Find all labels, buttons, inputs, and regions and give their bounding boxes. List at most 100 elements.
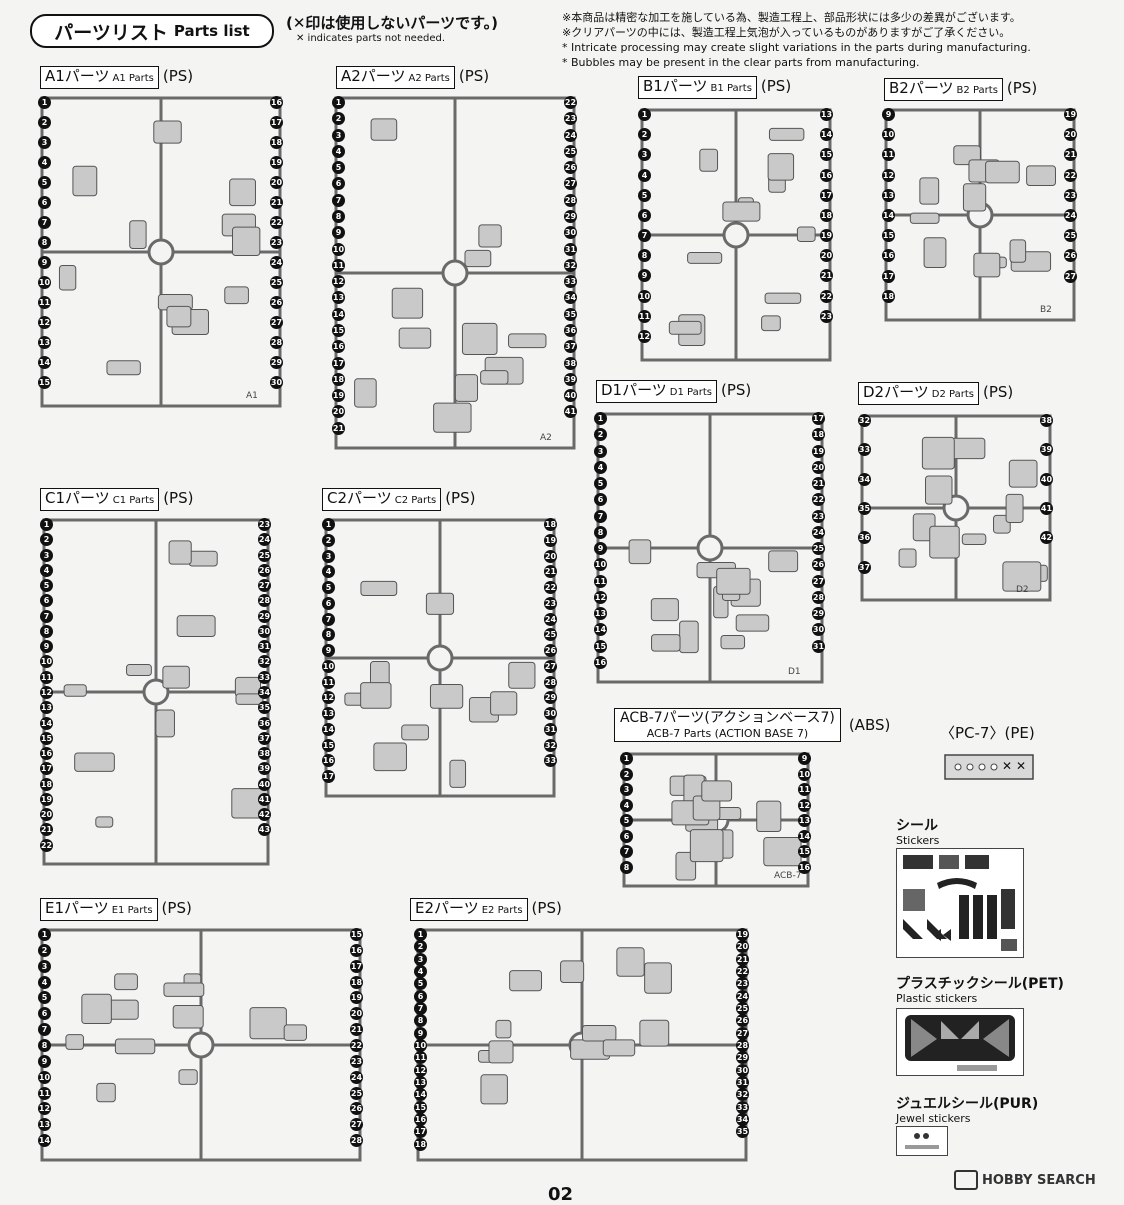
part-number-badge: 13 xyxy=(820,108,833,121)
part-number-badge: 32 xyxy=(544,738,557,752)
part-number-badge: 9 xyxy=(38,256,51,269)
note-line: ※クリアパーツの中には、製造工程上気泡が入っているものがありますがご了承ください… xyxy=(562,26,1011,39)
part-number-badge: 19 xyxy=(812,444,825,458)
part-number-badge: 10 xyxy=(38,1070,51,1084)
part-number-badge: 26 xyxy=(544,644,557,658)
part-number-badge: 19 xyxy=(544,533,557,547)
part-number-badge: 19 xyxy=(40,792,53,806)
part-number-badge: 16 xyxy=(322,754,335,768)
part-number-badge: 10 xyxy=(322,659,335,673)
part-number-badge: 35 xyxy=(736,1125,749,1139)
section-material: (PS) xyxy=(161,899,192,917)
part-number-badge: 12 xyxy=(594,590,607,604)
part-number-badge: 16 xyxy=(332,340,345,354)
part-number-badge: 3 xyxy=(414,952,427,966)
part-number-badge: 14 xyxy=(882,209,895,222)
part-number-badge: 17 xyxy=(270,116,283,129)
runner-pc7: ✕ ✕ xyxy=(944,754,1034,780)
part-number-badge: 22 xyxy=(564,96,577,109)
part-number-badge: 31 xyxy=(564,242,577,256)
part-number-badge: 27 xyxy=(1064,269,1077,283)
part-number-badge: 5 xyxy=(38,176,51,189)
part-number-badge: 21 xyxy=(736,952,749,966)
part-number-badge: 3 xyxy=(38,959,51,973)
runner-drawing xyxy=(40,928,362,1162)
part-number-badge: 14 xyxy=(414,1088,427,1102)
hobby-search-logo-icon xyxy=(954,1170,978,1190)
part-number-badge: 27 xyxy=(812,574,825,588)
sticker-en: Stickers xyxy=(896,834,940,847)
part-number-badge: 3 xyxy=(638,148,651,162)
part-number-badge: 18 xyxy=(820,208,833,222)
part-number-badge: 13 xyxy=(40,701,53,715)
section-jp: D1パーツ xyxy=(601,381,667,399)
runner-drawing: A2 xyxy=(334,96,576,450)
section-jp: A1パーツ xyxy=(45,67,110,85)
part-number-badge: 8 xyxy=(414,1014,427,1028)
jewel-sticker-label: ジュエルシール(PUR) Jewel stickers xyxy=(896,1096,1038,1125)
part-number-badge: 4 xyxy=(38,156,51,169)
section-jp: E2パーツ xyxy=(415,899,479,917)
part-number-badge: 4 xyxy=(620,798,633,812)
part-number-badge: 21 xyxy=(812,477,825,490)
part-number-badge: 6 xyxy=(38,196,51,209)
part-number-badge: 3 xyxy=(40,548,53,562)
part-number-badge: 25 xyxy=(258,548,271,562)
part-number-badge: 8 xyxy=(594,525,607,539)
part-number-badge: 26 xyxy=(564,161,577,175)
part-number-badge: 17 xyxy=(812,412,825,425)
part-number-badge: 35 xyxy=(258,701,271,715)
part-number-badge: 28 xyxy=(270,336,283,349)
part-number-badge: 25 xyxy=(1064,229,1077,243)
part-number-badge: 23 xyxy=(736,977,749,991)
sticker-label: シール Stickers xyxy=(896,818,939,847)
part-number-badge: 24 xyxy=(270,256,283,269)
part-number-badge: 37 xyxy=(258,731,271,745)
sticker-jp: ジュエルシール(PUR) xyxy=(896,1096,1039,1112)
part-number-badge: 34 xyxy=(858,472,871,486)
part-number-badge: 39 xyxy=(564,372,577,386)
part-number-badge: 28 xyxy=(258,594,271,608)
part-number-badge: 17 xyxy=(882,269,895,283)
part-number-badge: 30 xyxy=(544,707,557,721)
part-number-badge: 14 xyxy=(40,716,53,730)
part-number-badge: 15 xyxy=(332,324,345,337)
part-number-badge: 20 xyxy=(40,808,53,822)
part-number-badge: 11 xyxy=(322,675,335,689)
section-jp: E1パーツ xyxy=(45,899,109,917)
plastic-sticker-label: プラスチックシール(PET) Plastic stickers xyxy=(896,976,1064,1005)
part-number-badge: 28 xyxy=(564,193,577,207)
part-number-badge: 11 xyxy=(332,258,345,272)
part-number-badge: 11 xyxy=(882,148,895,162)
part-number-badge: 18 xyxy=(544,518,557,531)
part-number-badge: 2 xyxy=(38,116,51,129)
part-number-badge: 14 xyxy=(798,829,811,843)
section-jp: D2パーツ xyxy=(863,383,929,401)
part-number-badge: 22 xyxy=(820,289,833,303)
part-number-badge: 15 xyxy=(820,148,833,162)
section-jp: B1パーツ xyxy=(643,77,708,95)
part-number-badge: 42 xyxy=(1040,531,1053,545)
part-number-badge: 13 xyxy=(322,707,335,721)
runner-drawing: D2 xyxy=(860,414,1052,602)
part-number-badge: 11 xyxy=(40,670,53,684)
part-number-badge: 3 xyxy=(332,128,345,142)
part-number-badge: 36 xyxy=(858,531,871,545)
part-number-badge: 8 xyxy=(322,628,335,642)
manufacturing-notes: ※本商品は精密な加工を施している為、製造工程上、部品形状には多少の差異がございま… xyxy=(562,10,1031,70)
part-number-badge: 38 xyxy=(1040,414,1053,427)
part-number-badge: 12 xyxy=(882,168,895,182)
part-number-badge: 12 xyxy=(414,1063,427,1077)
part-number-badge: 40 xyxy=(258,777,271,791)
note-en: ✕ indicates parts not needed. xyxy=(296,33,446,44)
runner-stamp: D1 xyxy=(788,667,801,677)
part-number-badge: 10 xyxy=(414,1039,427,1052)
part-number-badge: 27 xyxy=(258,579,271,593)
part-number-badge: 4 xyxy=(38,975,51,989)
part-number-badge: 42 xyxy=(258,808,271,822)
